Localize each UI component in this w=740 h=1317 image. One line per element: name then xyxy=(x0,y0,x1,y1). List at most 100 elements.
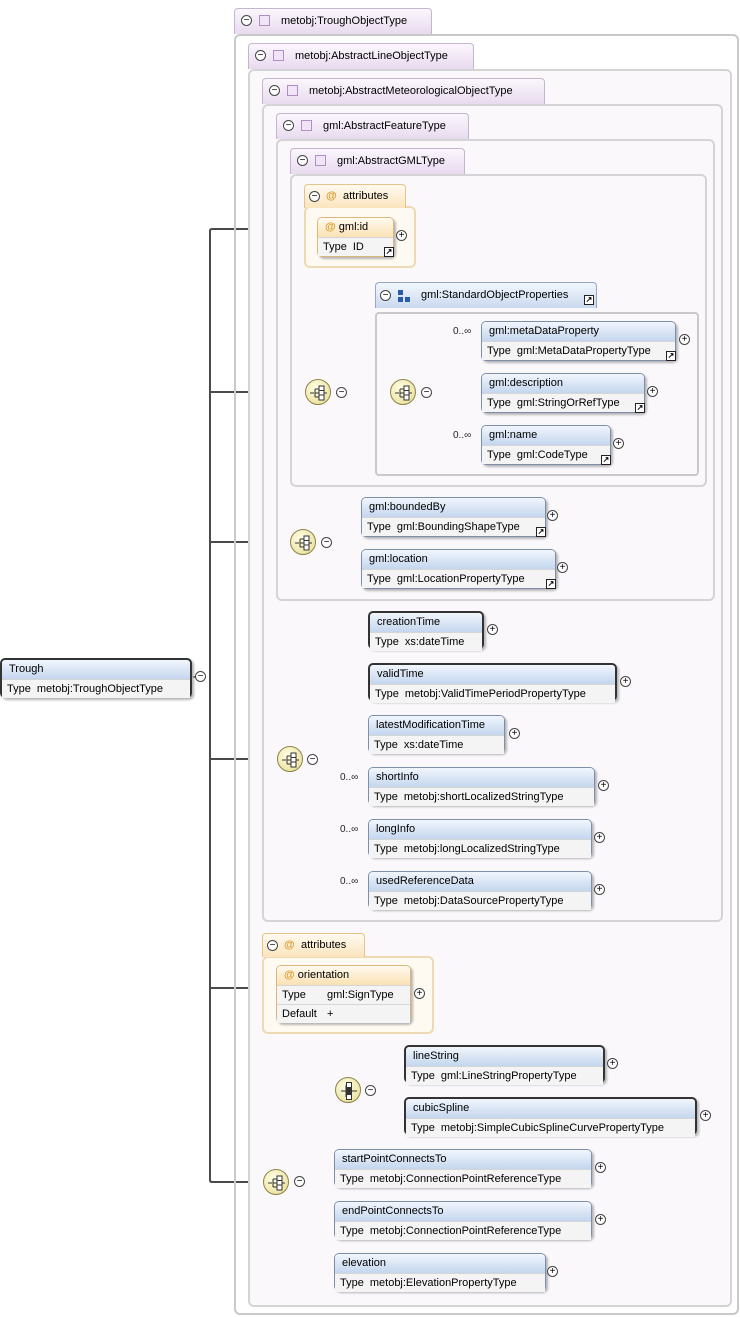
expand-icon[interactable]: + xyxy=(607,1058,618,1069)
element-name: shortInfo xyxy=(369,768,594,787)
collapse-icon[interactable]: − xyxy=(307,754,318,765)
element-name: longInfo xyxy=(369,820,591,839)
sequence-compositor-icon[interactable] xyxy=(277,746,303,772)
abstract-line-type-tab[interactable]: − metobj:AbstractLineObjectType xyxy=(248,43,474,69)
link-icon[interactable]: ↗ xyxy=(546,579,556,589)
abstract-met-type-tab[interactable]: − metobj:AbstractMeteorologicalObjectTyp… xyxy=(262,78,545,104)
expand-icon[interactable]: + xyxy=(547,1266,558,1277)
gml-attributes-tab[interactable]: − @ attributes xyxy=(304,184,406,208)
type-value: gml:StringOrRefType xyxy=(516,397,620,409)
link-icon[interactable]: ↗ xyxy=(584,295,594,305)
collapse-icon[interactable]: − xyxy=(309,191,320,202)
type-name: metobj:TroughObjectType xyxy=(281,15,408,27)
occurrence-label: 0..∞ xyxy=(340,824,359,835)
choice-compositor-icon[interactable] xyxy=(335,1077,361,1103)
collapse-icon[interactable]: − xyxy=(267,940,278,951)
element-name: elevation xyxy=(335,1254,545,1273)
link-icon[interactable]: ↗ xyxy=(666,351,676,361)
collapse-icon[interactable]: − xyxy=(321,537,332,548)
default-value: + xyxy=(327,1008,334,1020)
expand-icon[interactable]: + xyxy=(598,780,609,791)
element-name: validTime xyxy=(370,665,615,684)
expand-icon[interactable]: + xyxy=(595,1162,606,1173)
line-attributes-tab[interactable]: − @ attributes xyxy=(262,933,365,957)
abstract-gml-type-tab[interactable]: − gml:AbstractGMLType xyxy=(290,148,465,174)
complex-type-icon xyxy=(259,15,270,26)
collapse-icon[interactable]: − xyxy=(255,50,266,61)
link-icon[interactable]: ↗ xyxy=(384,247,394,257)
standard-props-tab[interactable]: − gml:StandardObjectProperties ↗ xyxy=(375,282,597,308)
expand-icon[interactable]: + xyxy=(594,832,605,843)
expand-icon[interactable]: + xyxy=(679,334,690,345)
collapse-icon[interactable]: − xyxy=(297,155,308,166)
sequence-compositor-icon[interactable] xyxy=(305,379,331,405)
element-name: Trough xyxy=(2,660,190,679)
expand-icon[interactable]: + xyxy=(487,624,498,635)
sequence-compositor-icon[interactable] xyxy=(390,379,416,405)
collapse-icon[interactable]: − xyxy=(241,15,252,26)
type-label: Type xyxy=(411,1122,435,1134)
expand-icon[interactable]: + xyxy=(509,728,520,739)
type-label: Type xyxy=(411,1070,435,1082)
collapse-icon[interactable]: − xyxy=(283,120,294,131)
collapse-icon[interactable]: − xyxy=(294,1176,305,1187)
expand-icon[interactable]: + xyxy=(700,1110,711,1121)
abstract-feature-type-tab[interactable]: − gml:AbstractFeatureType xyxy=(276,113,469,139)
type-name: metobj:AbstractMeteorologicalObjectType xyxy=(309,85,513,97)
type-label: Type xyxy=(487,345,511,357)
element-name: orientation xyxy=(297,969,350,981)
trough-object-type-tab[interactable]: − metobj:TroughObjectType xyxy=(234,8,432,34)
collapse-icon[interactable]: − xyxy=(269,85,280,96)
expand-icon[interactable]: + xyxy=(414,988,425,999)
type-value: metobj:ConnectionPointReferenceType xyxy=(369,1173,562,1185)
sequence-compositor-icon[interactable] xyxy=(290,529,316,555)
type-label: Type xyxy=(340,1225,364,1237)
link-icon[interactable]: ↗ xyxy=(601,455,611,465)
attribute-icon: @ xyxy=(326,190,337,202)
collapse-icon[interactable]: − xyxy=(421,387,432,398)
expand-icon[interactable]: + xyxy=(620,676,631,687)
sequence-compositor-icon[interactable] xyxy=(263,1169,289,1195)
link-icon[interactable]: ↗ xyxy=(536,527,546,537)
expand-icon[interactable]: + xyxy=(547,510,558,521)
link-icon[interactable]: ↗ xyxy=(635,403,645,413)
expand-icon[interactable]: + xyxy=(594,884,605,895)
complex-type-icon xyxy=(315,155,326,166)
element-name: startPointConnectsTo xyxy=(335,1150,591,1169)
type-value: xs:dateTime xyxy=(403,739,464,751)
attribute-icon: @ xyxy=(325,221,336,233)
complex-type-icon xyxy=(273,50,284,61)
expand-icon[interactable]: + xyxy=(557,562,568,573)
type-value: ID xyxy=(352,241,364,253)
collapse-icon[interactable]: − xyxy=(365,1085,376,1096)
expand-icon[interactable]: + xyxy=(595,1214,606,1225)
type-value: metobj:ConnectionPointReferenceType xyxy=(369,1225,562,1237)
standard-props-frame xyxy=(375,312,699,476)
collapse-icon[interactable]: − xyxy=(195,671,206,682)
collapse-icon[interactable]: − xyxy=(336,387,347,398)
expand-icon[interactable]: + xyxy=(647,386,658,397)
complex-type-icon xyxy=(301,120,312,131)
collapse-icon[interactable]: − xyxy=(380,290,391,301)
expand-icon[interactable]: + xyxy=(396,230,407,241)
expand-icon[interactable]: + xyxy=(613,438,624,449)
